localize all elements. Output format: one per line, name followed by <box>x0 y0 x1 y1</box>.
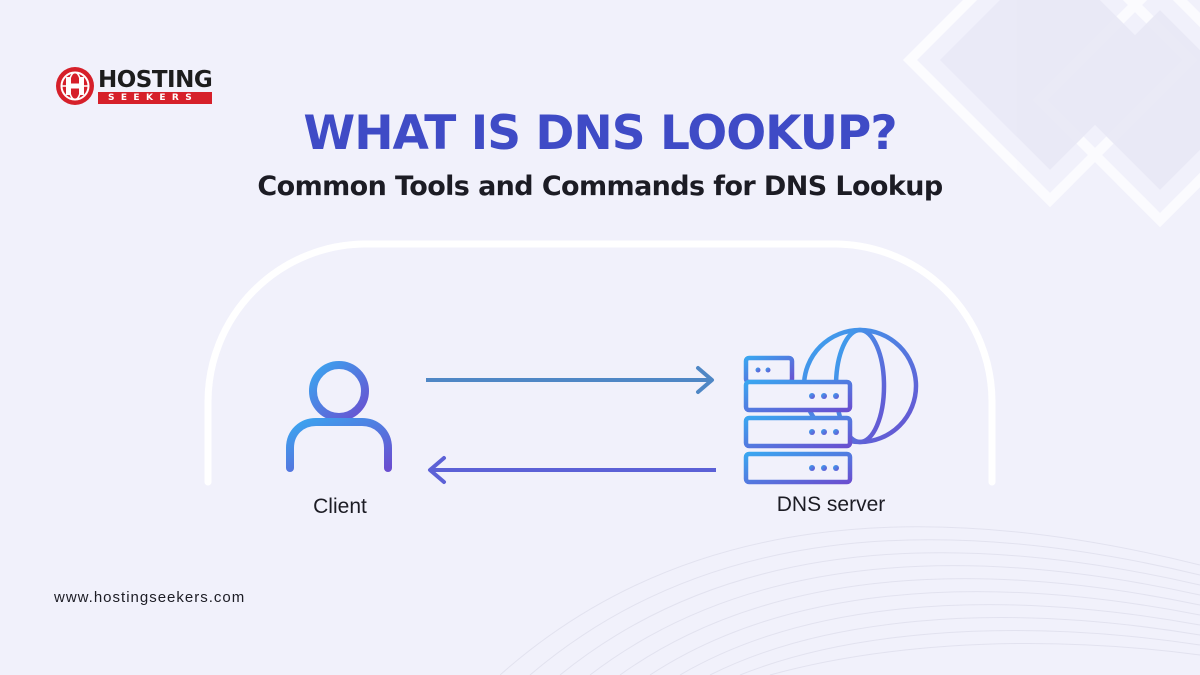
decorative-waves <box>500 526 1200 675</box>
hostingseekers-logo[interactable]: HOSTING SEEKERS <box>54 66 234 106</box>
server-globe-icon <box>743 327 919 485</box>
decorative-diamonds <box>902 0 1200 228</box>
website-url[interactable]: www.hostingseekers.com <box>54 589 246 606</box>
logo-text: HOSTING SEEKERS <box>98 66 213 104</box>
page-subtitle: Common Tools and Commands for DNS Lookup <box>257 171 943 202</box>
request-response-arrows <box>426 366 716 484</box>
globe-h-logo-icon <box>56 67 94 105</box>
page-title: WHAT IS DNS LOOKUP? <box>303 106 897 161</box>
user-icon <box>286 361 392 472</box>
dns-server-label: DNS server <box>776 493 886 516</box>
arrow-right-icon <box>426 366 714 394</box>
client-label: Client <box>313 495 367 518</box>
logo-subword: SEEKERS <box>98 91 213 104</box>
arrow-left-icon <box>428 456 716 484</box>
diagram-arc <box>204 240 996 486</box>
logo-word: HOSTING <box>98 66 213 93</box>
